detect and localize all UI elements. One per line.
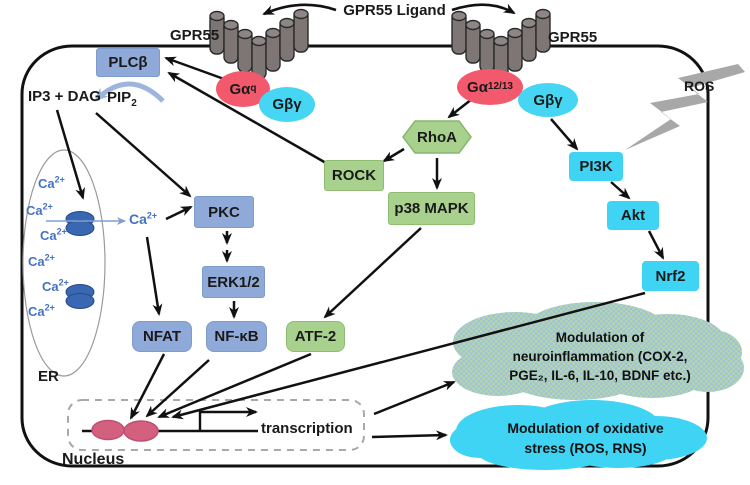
arrow-ca-pkc <box>165 205 193 221</box>
neuro-line2: neuroinflammation (COX-2, <box>512 349 688 364</box>
er-calcium-ion: Ca2+ <box>28 252 55 269</box>
arrow-atf2-dna <box>157 352 312 419</box>
arrow-nfkb-dna <box>145 359 210 418</box>
transcription-start-arrow <box>198 407 258 431</box>
oxid-line1: Modulation of oxidative <box>507 420 664 436</box>
label-ip3-dag: IP3 + DAG <box>28 88 101 105</box>
er-calcium-ion: Ca2+ <box>28 302 55 319</box>
arrow-gaq-plcb <box>164 56 225 81</box>
arrow-nrf2-dna <box>171 291 646 420</box>
arrow-gbg-pi3k <box>550 118 579 151</box>
oxidative-stress-text: Modulation of oxidative stress (ROS, RNS… <box>468 418 703 458</box>
node-atf2: ATF-2 <box>286 321 345 352</box>
label-pip2: PIP2 <box>107 89 137 109</box>
node-nfat: NFAT <box>132 321 192 352</box>
label-transcription: transcription <box>261 420 353 437</box>
arrow-nfat-dna <box>129 353 166 420</box>
neuro-line3: PGE₂, IL-6, IL-10, BDNF etc.) <box>509 368 691 383</box>
receptor-right-icon <box>451 8 551 80</box>
node-nfkb: NF-κB <box>206 321 267 352</box>
g-alpha-12-13-main: Gα <box>467 78 488 96</box>
label-er: ER <box>38 368 59 385</box>
label-ros: ROS <box>684 78 715 94</box>
er-calcium-ion: Ca2+ <box>26 201 53 218</box>
rhoa-hexagon <box>402 120 472 154</box>
arrow-pip2-to-ip3dag <box>94 81 165 103</box>
g-alpha-q-main: Gα <box>229 80 251 98</box>
arrow-ip3-er <box>55 109 85 200</box>
cytosolic-calcium-ion: Ca2+ <box>129 210 158 227</box>
signaling-arrows <box>55 56 665 441</box>
arrow-ligand-left <box>262 3 337 16</box>
oxidative-stress-cloud <box>450 400 707 470</box>
oxid-line2: stress (ROS, RNS) <box>524 440 647 456</box>
pip2-sub: 2 <box>131 98 137 109</box>
arrow-nucleus-oxid <box>371 430 448 441</box>
arrow-akt-nrf2 <box>647 230 665 260</box>
node-plcb: PLCβ <box>96 48 160 77</box>
arrow-rock-plcb <box>167 71 327 165</box>
node-rhoa: RhoA <box>417 129 457 146</box>
node-pkc: PKC <box>194 196 254 228</box>
er-calcium-ion: Ca2+ <box>38 174 65 191</box>
node-nrf2: Nrf2 <box>642 261 699 291</box>
er-outline <box>22 149 106 377</box>
arrow-rhoa-rock <box>382 147 405 163</box>
neuroinflammation-cloud <box>452 302 744 400</box>
arrow-ligand-right <box>451 3 516 15</box>
arrow-ca-nfat <box>145 236 163 316</box>
node-akt: Akt <box>607 201 659 230</box>
ros-lightning-icon <box>625 64 745 150</box>
nucleus-outline <box>67 399 365 451</box>
arrow-p38-atf2 <box>323 227 422 319</box>
neuroinflammation-text: Modulation of neuroinflammation (COX-2, … <box>455 328 745 385</box>
pip2-main: PIP <box>107 89 132 106</box>
cell-membrane <box>20 44 710 468</box>
gpr55-label-left: GPR55 <box>170 27 220 44</box>
arrow-nucleus-neuro <box>373 380 456 416</box>
nucleosome-icon <box>91 419 159 442</box>
arrow-ga1213-rhoa <box>447 98 473 119</box>
node-rock: ROCK <box>324 160 384 191</box>
node-p38-mapk: p38 MAPK <box>388 192 475 225</box>
arrow-dag-pkc <box>95 112 192 198</box>
g-beta-gamma-left-oval: Gβγ <box>259 87 315 122</box>
node-pi3k: PI3K <box>569 152 623 181</box>
label-nucleus: Nucleus <box>62 451 125 468</box>
receptor-left-icon <box>209 8 309 80</box>
er-calcium-ion: Ca2+ <box>40 226 67 243</box>
neuro-line1: Modulation of <box>555 330 645 345</box>
er-calcium-channel-icon <box>65 211 95 309</box>
node-erk: ERK1/2 <box>202 266 265 298</box>
g-beta-gamma-right-oval: Gβγ <box>518 83 578 117</box>
er-calcium-ion: Ca2+ <box>42 277 69 294</box>
ligand-title: GPR55 Ligand <box>343 2 446 19</box>
gpr55-label-right: GPR55 <box>548 29 598 46</box>
arrow-pi3k-akt <box>610 181 631 200</box>
